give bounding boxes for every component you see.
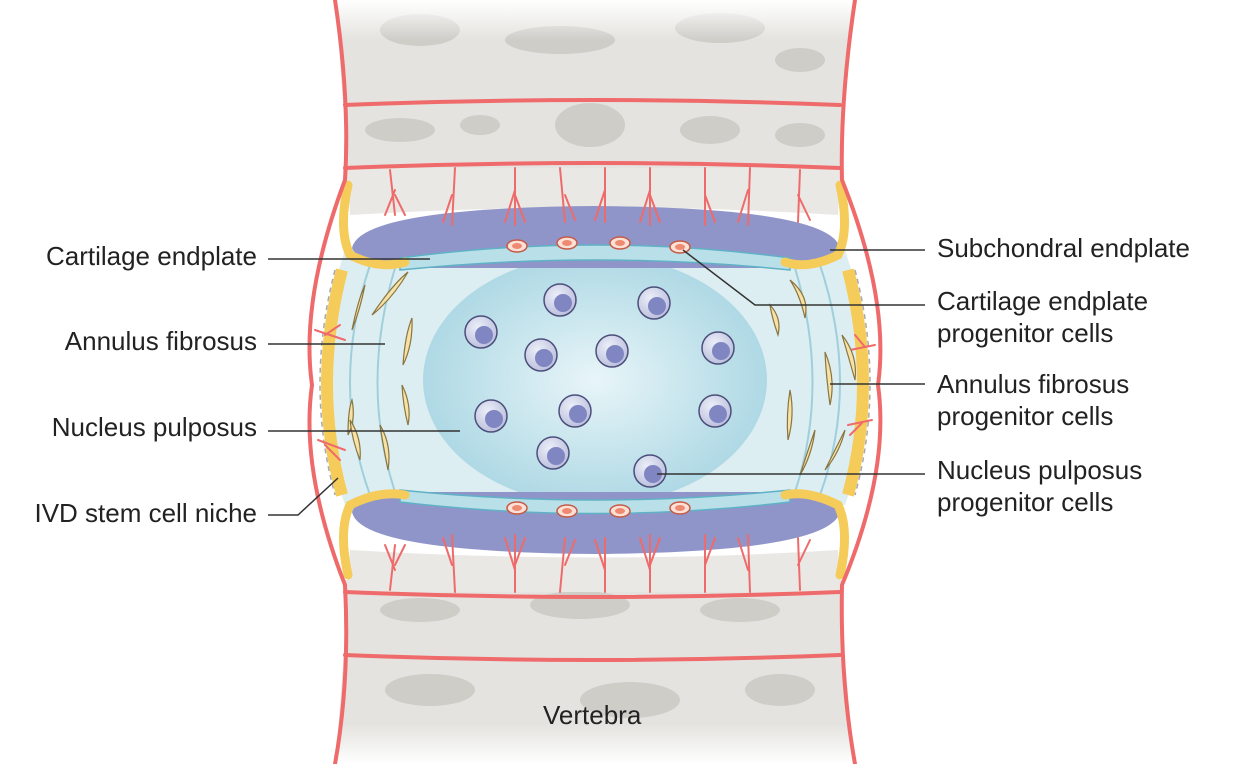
np-cell <box>536 436 570 470</box>
np-cell <box>698 394 732 428</box>
label-cartilage-endplate-progenitor-line1: Cartilage endplate <box>937 286 1149 316</box>
upper-endplate-bone-zone <box>347 168 840 215</box>
label-nucleus-pulposus: Nucleus pulposus <box>51 412 257 442</box>
progenitor-cell <box>609 236 631 250</box>
progenitor-cell <box>609 504 631 518</box>
leader-ivd-stem-cell-niche <box>268 477 339 516</box>
label-vertebra: Vertebra <box>543 700 642 730</box>
upper-vertebra <box>330 0 860 180</box>
label-annulus-fibrosus: Annulus fibrosus <box>64 326 257 356</box>
progenitor-cell <box>506 239 528 253</box>
label-nucleus-pulposus-progenitor-line2: progenitor cells <box>937 487 1114 517</box>
upper-cartilage-endplate <box>399 244 791 271</box>
np-cell <box>558 394 592 428</box>
leader-cartilage-endplate-progenitor <box>682 249 925 306</box>
progenitor-cell <box>506 501 528 515</box>
progenitor-cell <box>669 501 691 515</box>
np-cell <box>474 399 508 433</box>
cartilage-endplate-progenitor-cells <box>506 236 691 518</box>
label-cartilage-endplate-progenitor-line2: progenitor cells <box>937 318 1114 348</box>
capillaries <box>314 167 876 593</box>
np-cell <box>595 334 629 368</box>
leader-lines <box>268 249 925 516</box>
label-cartilage-endplate: Cartilage endplate <box>45 241 257 271</box>
annulus-fibrosus-cells <box>347 271 857 476</box>
np-cell <box>701 331 735 365</box>
blood-vessels <box>307 0 883 764</box>
label-annulus-fibrosus-progenitor-line2: progenitor cells <box>937 401 1114 431</box>
progenitor-cell <box>669 240 691 254</box>
label-subchondral-endplate: Subchondral endplate <box>937 233 1190 263</box>
nucleus-pulposus-cells <box>464 283 735 488</box>
np-cell <box>633 454 667 488</box>
np-cell <box>543 283 577 317</box>
lower-vertebra <box>330 580 860 764</box>
label-annulus-fibrosus-progenitor-line1: Annulus fibrosus <box>937 369 1130 399</box>
label-ivd-stem-cell-niche: IVD stem cell niche <box>34 498 257 528</box>
ivd-stem-cell-niche <box>319 180 871 580</box>
nucleus-pulposus-region <box>423 255 767 505</box>
label-nucleus-pulposus-progenitor-line1: Nucleus pulposus <box>937 455 1143 485</box>
np-cell <box>464 315 498 349</box>
progenitor-cell <box>556 504 578 518</box>
np-cell <box>524 338 558 372</box>
np-cell <box>637 286 671 320</box>
progenitor-cell <box>556 236 578 250</box>
lower-endplate-bone-zone <box>347 550 840 592</box>
